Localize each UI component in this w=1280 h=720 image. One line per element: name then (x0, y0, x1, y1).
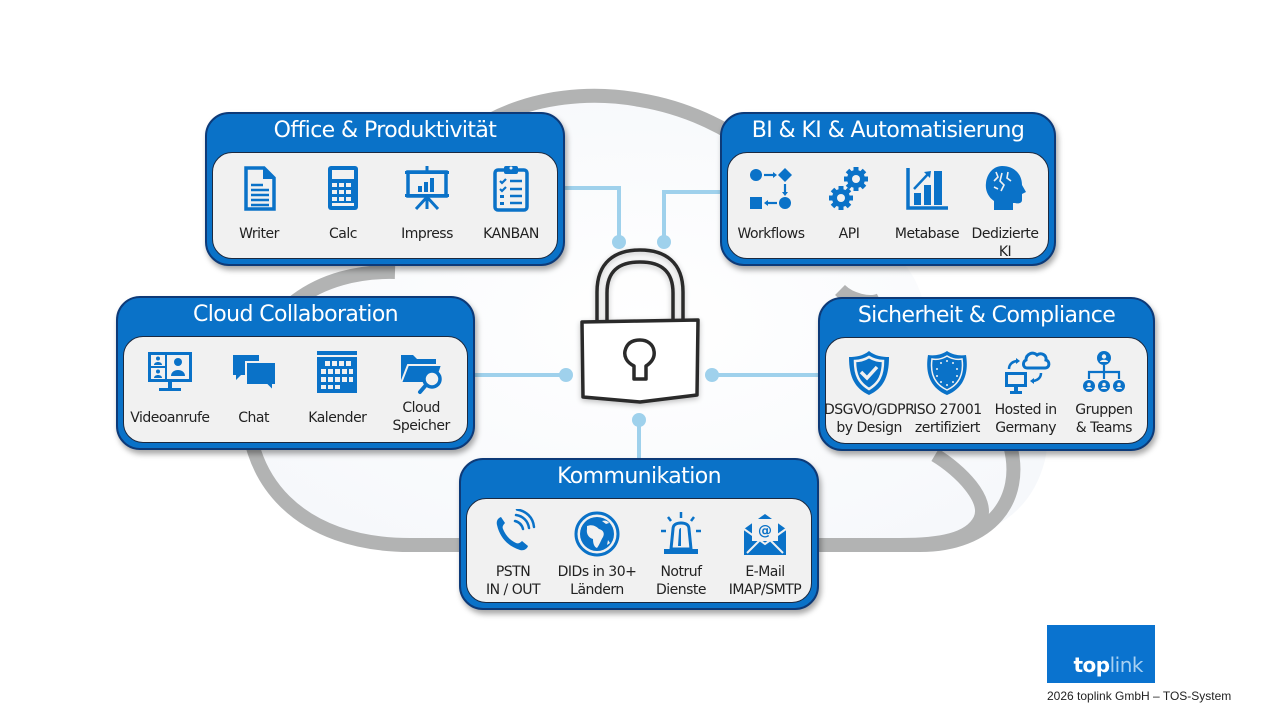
card-title: Sicherheit & Compliance (857, 303, 1116, 328)
card-body: DSGVO/GDPR by Design ISO 27001 zertifizi… (824, 337, 1148, 444)
item-label: KANBAN (483, 226, 539, 242)
document-icon (244, 166, 276, 211)
cloud-sync-icon (1004, 351, 1050, 394)
padlock-icon (580, 248, 700, 404)
calendar-icon (317, 351, 358, 393)
item-label: Dedizierte KI (971, 226, 1039, 260)
gears-icon (829, 167, 868, 210)
card-bi: BI & KI & Automatisierung Workflows (720, 112, 1056, 266)
card-title: BI & KI & Automatisierung (751, 118, 1025, 143)
email-icon: @ (743, 514, 787, 555)
item-label: Chat (238, 410, 269, 426)
card-title: Cloud Collaboration (192, 302, 399, 327)
item-label: Kalender (308, 410, 367, 426)
card-body: Videoanrufe Chat Kalender (123, 336, 468, 443)
item-dsgvo[interactable]: DSGVO/GDPR by Design (824, 338, 915, 437)
item-writer[interactable]: Writer (217, 153, 301, 243)
card-body: PSTN IN / OUT DIDs in 30+ Ländern Notruf… (466, 498, 812, 603)
item-chat[interactable]: Chat (212, 337, 296, 427)
item-iso27001[interactable]: ISO 27001 zertifiziert (908, 338, 986, 437)
item-kalender[interactable]: Kalender (296, 337, 380, 427)
item-email[interactable]: @ E-Mail IMAP/SMTP (723, 499, 807, 599)
copyright-text: 2026 toplink GmbH – TOS-System (1047, 689, 1232, 703)
item-notruf[interactable]: Notruf Dienste (639, 499, 723, 599)
item-label: DSGVO/GDPR by Design (823, 402, 915, 436)
item-label: ISO 27001 zertifiziert (913, 402, 982, 436)
item-label: API (838, 226, 860, 242)
item-videoanrufe[interactable]: Videoanrufe (128, 337, 212, 427)
item-cloud-speicher[interactable]: Cloud Speicher (379, 337, 463, 435)
item-workflows[interactable]: Workflows (732, 153, 810, 243)
siren-icon (661, 512, 701, 554)
item-pstn[interactable]: PSTN IN / OUT (471, 499, 555, 599)
item-dedizierte-ki[interactable]: Dedizierte KI (966, 153, 1044, 261)
bar-chart-icon (906, 168, 948, 210)
logo-text: toplink (1074, 653, 1144, 677)
card-cloud-collaboration: Cloud Collaboration Videoanrufe Chat (116, 296, 475, 450)
item-kanban[interactable]: KANBAN (469, 153, 553, 243)
connectors (475, 186, 820, 460)
item-metabase[interactable]: Metabase (888, 153, 966, 243)
shield-stars-icon (927, 351, 968, 395)
item-gruppen-teams[interactable]: Gruppen & Teams (1065, 338, 1143, 437)
logo-text-link: link (1109, 653, 1144, 677)
item-label: Workflows (737, 226, 805, 242)
globe-icon (574, 511, 620, 557)
item-label: Impress (401, 226, 453, 242)
card-security: Sicherheit & Compliance DSGVO/GDPR by De… (818, 297, 1155, 451)
card-communication: Kommunikation PSTN IN / OUT DIDs in 30+ … (459, 458, 819, 610)
item-impress[interactable]: Impress (385, 153, 469, 243)
item-label: Hosted in Germany (994, 402, 1058, 436)
item-label: E-Mail IMAP/SMTP (728, 564, 802, 598)
item-label: Writer (239, 226, 279, 242)
item-label: Videoanrufe (130, 410, 210, 426)
cloud-outline-right (899, 448, 989, 552)
toplink-logo: toplink (1047, 625, 1155, 683)
org-chart-icon (1082, 351, 1125, 392)
item-label: Notruf Dienste (655, 564, 707, 598)
card-title: Kommunikation (557, 464, 721, 489)
item-calc[interactable]: Calc (301, 153, 385, 243)
item-hosted-germany[interactable]: Hosted in Germany (987, 338, 1065, 437)
item-label: PSTN IN / OUT (485, 564, 541, 598)
shield-check-icon (849, 351, 890, 395)
card-office: Office & Produktivität Writer Calc (205, 112, 565, 266)
card-title: Office & Produktivität (273, 118, 497, 143)
item-label: Gruppen & Teams (1075, 402, 1133, 436)
video-call-icon (147, 352, 192, 391)
calculator-icon (328, 166, 358, 210)
presentation-icon (405, 166, 449, 211)
chat-bubbles-icon (232, 355, 277, 394)
folder-search-icon (399, 355, 444, 394)
item-api[interactable]: API (810, 153, 888, 243)
ai-head-icon (985, 166, 1026, 210)
workflow-icon (750, 168, 792, 209)
item-label: Metabase (894, 226, 960, 242)
item-label: Calc (329, 226, 357, 242)
item-label: DIDs in 30+ Ländern (557, 564, 637, 598)
logo-text-top: top (1073, 653, 1111, 677)
item-dids[interactable]: DIDs in 30+ Ländern (555, 499, 639, 599)
phone-icon (496, 509, 536, 551)
card-body: Writer Calc (212, 152, 558, 259)
svg-text:@: @ (758, 523, 772, 539)
clipboard-checklist-icon (493, 166, 529, 212)
card-body: Workflows API Metabase (727, 152, 1049, 261)
item-label: Cloud Speicher (392, 400, 451, 434)
